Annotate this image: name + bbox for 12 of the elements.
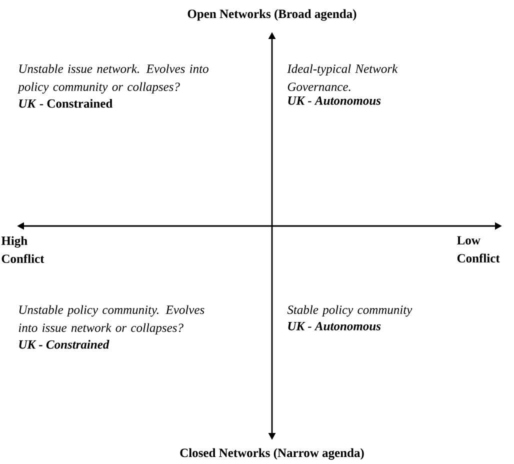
axis-label: High Conflict <box>1 236 44 263</box>
quadrant-description: Stable policy community <box>287 305 412 317</box>
quadrant-verdict: UK - Autonomous <box>288 96 381 105</box>
axis-label: Closed Networks (Narrow agenda) <box>180 448 364 460</box>
quadrant-description: Unstable issue network. Evolves into policy community or collapses? <box>17 64 208 94</box>
quadrant-description: Ideal-typical Network Governance. <box>287 64 398 92</box>
axis-label: Low Conflict <box>457 236 500 262</box>
quadrant-verdict: UK - Constrained <box>19 98 112 108</box>
quadrant-verdict: UK - Autonomous <box>288 322 381 330</box>
quadrant-verdict: UK - Constrained <box>19 340 110 349</box>
axis-label: Open Networks (Broad agenda) <box>188 9 356 21</box>
quadrant-description: Unstable policy community. Evolves into issue network or collapses? <box>18 305 204 335</box>
